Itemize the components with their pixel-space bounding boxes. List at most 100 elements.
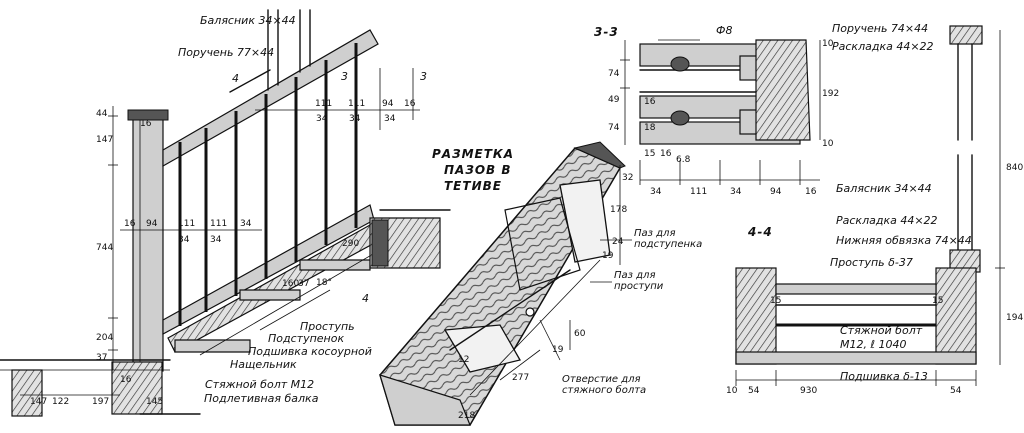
dim-label: 16 <box>124 219 136 229</box>
dim-label: 34 <box>384 114 396 124</box>
tread-groove <box>443 324 521 373</box>
label-handrail: Поручень 77×44 <box>178 46 274 59</box>
label-tie-bolt: Стяжной болт М12 <box>205 378 314 391</box>
label-soffit: Подшивка δ-13 <box>840 370 928 383</box>
dim-label: 160 <box>282 279 299 289</box>
dim-label: 147 <box>96 135 113 145</box>
dim-label: 122 <box>52 397 69 407</box>
label-handrail: Поручень 74×44 <box>832 22 928 35</box>
dim-label: 94 <box>770 187 782 197</box>
dim-label: 16 <box>404 99 416 109</box>
middle-view <box>379 141 632 426</box>
dim-label: 49 <box>608 95 620 105</box>
handrail-section <box>755 39 811 141</box>
dim-label: 74 <box>608 123 620 133</box>
dim-label: 60 <box>574 329 586 339</box>
bolt-hole <box>525 307 535 317</box>
dim-label: 744 <box>96 243 113 253</box>
pin-circle <box>670 110 690 126</box>
dim-label: 840 <box>1006 163 1023 173</box>
dim-label: 16 <box>644 97 656 107</box>
dim-label: 194 <box>1006 313 1023 323</box>
stringer-right <box>935 267 977 365</box>
dim-label: 16 <box>140 119 152 129</box>
label-riser-groove: Паз для подступенка <box>634 228 703 250</box>
dim-label: 111 <box>178 219 195 229</box>
section-mark: 4 <box>232 72 239 85</box>
label-tread-groove: Паз для проступи <box>614 270 664 292</box>
dim-label: 94 <box>382 99 394 109</box>
stringer-left <box>735 267 777 365</box>
section-mark: 3 <box>420 70 427 83</box>
dim-label: 277 <box>512 373 529 383</box>
dim-label: 34 <box>210 235 222 245</box>
dim-label: 930 <box>800 386 817 396</box>
dim-label: 24 <box>612 237 624 247</box>
dim-label: 197 <box>92 397 109 407</box>
title-line-3: ТЕТИВЕ <box>444 179 502 193</box>
label-lower-trim: Нижняя обвязка 74×44 <box>836 234 972 247</box>
left-view <box>0 9 451 417</box>
newel-post <box>127 109 169 372</box>
dim-label: 34 <box>650 187 662 197</box>
dim-label: 34 <box>349 114 361 124</box>
section-title: 3-3 <box>594 25 619 39</box>
label-baluster: Балясник 34×44 <box>836 182 932 195</box>
dim-label: 54 <box>748 386 760 396</box>
dim-label: 34 <box>730 187 742 197</box>
dim-label: 192 <box>822 89 839 99</box>
dim-label: 178 <box>610 205 627 215</box>
section-4-4 <box>735 25 1005 386</box>
dim-label: 111 <box>348 99 365 109</box>
middle-view-text: РАЗМЕТКА ПАЗОВ В ТЕТИВЕ Паз для подступе… <box>432 147 703 421</box>
label-tread: Проступь δ-37 <box>830 256 913 269</box>
label-tread-groove-wrap: Паз для проступи <box>614 270 664 292</box>
label-tie-bolt-1: Стяжной болт <box>840 324 923 337</box>
dim-label: 34 <box>316 114 328 124</box>
dim-label: 15 <box>932 296 943 306</box>
label-tread: Проступь <box>300 320 355 333</box>
dim-label: 54 <box>950 386 962 396</box>
label-layout: Раскладка 44×22 <box>836 214 938 227</box>
dim-label: 218 <box>458 411 475 421</box>
dim-label: 290 <box>342 239 359 249</box>
tread-board <box>775 283 937 295</box>
label-landing-beam: Подлетивная балка <box>204 392 319 405</box>
section-3-3-text: 3-3 Ф8 Поручень 74×44 Раскладка 44×22 74… <box>594 22 934 197</box>
label-tie-bolt-2: М12, ℓ 1040 <box>840 338 907 351</box>
label-nosing: Нащельник <box>230 358 297 371</box>
section-title: 4-4 <box>747 225 773 239</box>
dim-label: 37 <box>96 353 107 363</box>
dim-label: 34 <box>240 219 252 229</box>
dim-label: 10 <box>726 386 738 396</box>
label-bolt-hole: Отверстие для стяжного болта <box>562 374 647 396</box>
dim-label: 74 <box>608 69 620 79</box>
stair-steps <box>167 209 451 356</box>
floor-base <box>0 359 201 417</box>
section-mark: 3 <box>341 70 348 83</box>
label-soffit: Подшивка косоурной <box>248 345 372 358</box>
dim-label: 16 <box>805 187 817 197</box>
title-line-1: РАЗМЕТКА <box>432 147 514 161</box>
dim-label: 16 <box>660 149 672 159</box>
label-pin: Ф8 <box>716 24 732 37</box>
dim-label: 10 <box>822 39 834 49</box>
dim-label: 111 <box>315 99 332 109</box>
dim-label: 145 <box>146 397 163 407</box>
section-4-4-text: 4-4 Балясник 34×44 Раскладка 44×22 Нижня… <box>726 163 1023 396</box>
dim-label: 18° <box>316 278 332 288</box>
label-layout: Раскладка 44×22 <box>832 40 934 53</box>
dim-label: 6.8 <box>676 155 691 165</box>
dim-label: 15 <box>770 296 781 306</box>
dim-label: 94 <box>146 219 158 229</box>
label-riser-groove-wrap: Паз для подступенка <box>634 228 703 250</box>
railing-frame <box>162 9 379 336</box>
soffit-board <box>735 351 977 365</box>
dim-label: 147 <box>30 397 47 407</box>
dim-label: 204 <box>96 333 113 343</box>
left-dim-lines <box>20 68 420 396</box>
label-bolt-hole-wrap: Отверстие для стяжного болта <box>562 374 647 396</box>
dim-label: 32 <box>622 173 633 183</box>
dim-label: 15 <box>644 149 655 159</box>
